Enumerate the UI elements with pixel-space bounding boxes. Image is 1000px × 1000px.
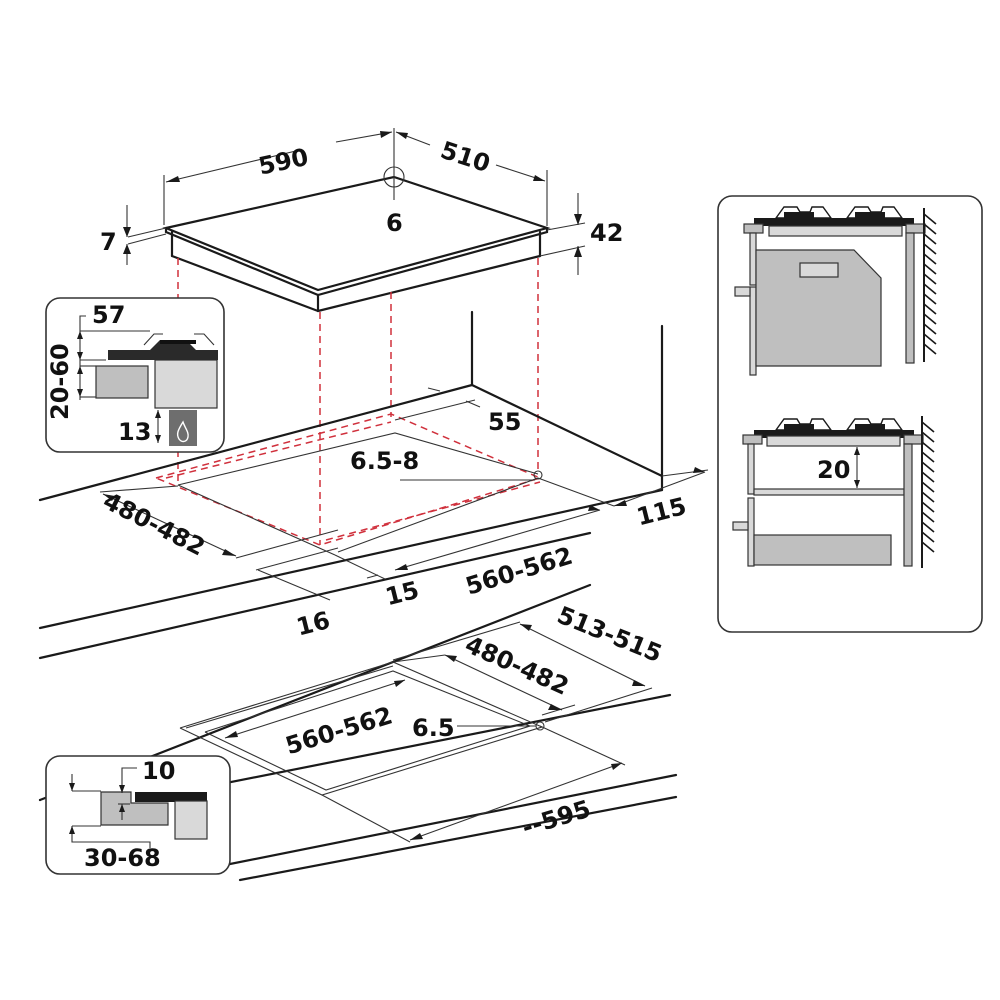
front-offset-16-label: 16 xyxy=(294,606,333,641)
clearance-range-label: 20-60 xyxy=(46,343,74,420)
side-view-panel xyxy=(717,195,983,633)
corner-marker-label: 6 xyxy=(386,209,403,237)
hob-drawing xyxy=(123,128,586,313)
flush-outer-depth-label: 513-515 xyxy=(553,601,666,668)
cutout-width-label: 560-562 xyxy=(462,542,576,601)
hob-width-label: 590 xyxy=(256,143,311,181)
side-view-drawer xyxy=(732,416,935,568)
gas-inset-panel xyxy=(45,297,225,453)
hob-depth-label: 510 xyxy=(437,136,493,178)
worktop-thickness-label: 30-68 xyxy=(84,844,161,872)
flush-outer-width-label: --595 xyxy=(519,795,594,842)
side-clearance-label: 115 xyxy=(634,492,689,531)
worktop-standard xyxy=(38,310,709,660)
burner-height-label: 57 xyxy=(92,301,125,329)
wall-hatch-icon xyxy=(923,213,937,355)
side-view-oven xyxy=(734,206,937,376)
corner-radius-label: 6.5-8 xyxy=(350,447,419,475)
rear-clearance-label: 55 xyxy=(488,408,521,436)
drawer-gap-label: 20 xyxy=(817,456,850,484)
flush-inset-panel xyxy=(45,755,231,875)
hob-height-label: 42 xyxy=(590,219,623,247)
flush-corner-radius-label: 6.5 xyxy=(412,714,455,742)
cutout-depth-label: 480-482 xyxy=(99,487,210,562)
flush-inner-width-label: 560-562 xyxy=(282,701,396,760)
gas-flame-icon xyxy=(176,420,189,443)
glass-thickness-label: 7 xyxy=(100,228,117,256)
gas-connection-label: 13 xyxy=(118,418,151,446)
flush-step-label: 10 xyxy=(142,757,175,785)
flush-inner-depth-label: 480-482 xyxy=(461,630,573,700)
front-offset-15-label: 15 xyxy=(383,576,422,611)
